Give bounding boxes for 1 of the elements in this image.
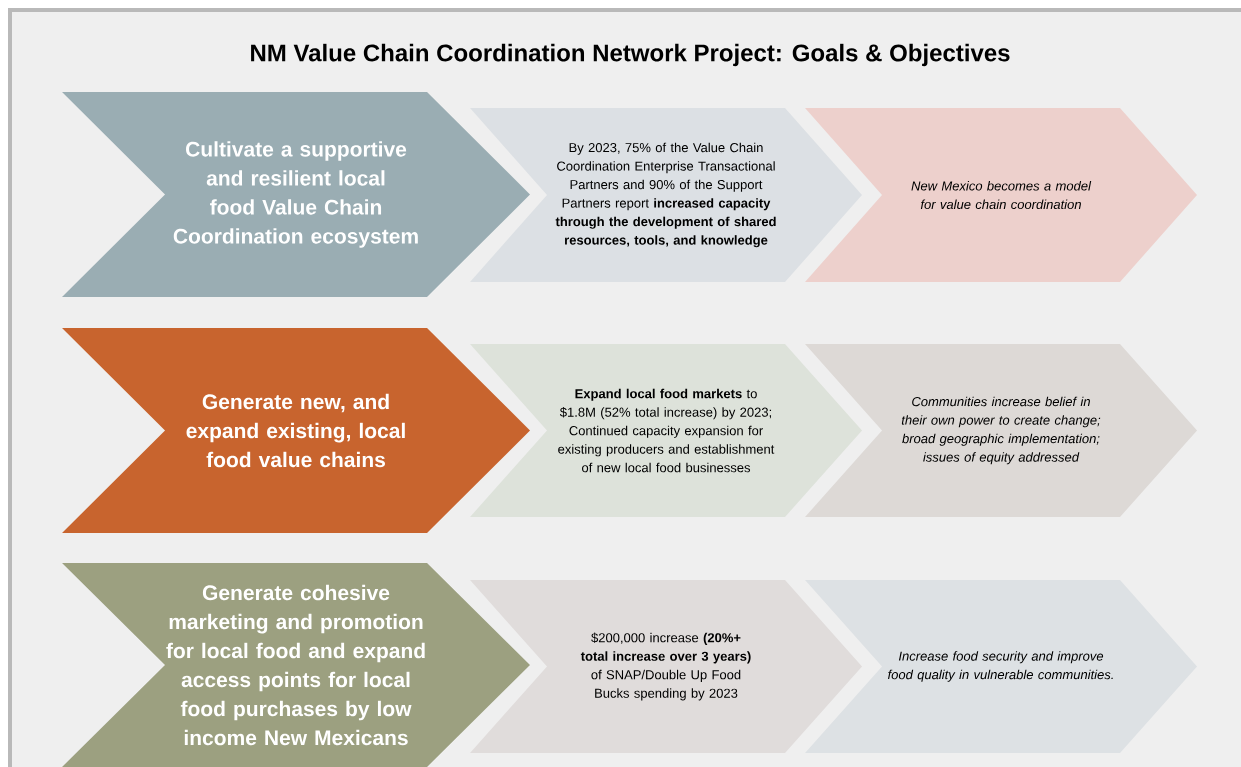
title: NM Value Chain Coordination Network Project: Goals & Objectives	[251, 43, 1010, 67]
